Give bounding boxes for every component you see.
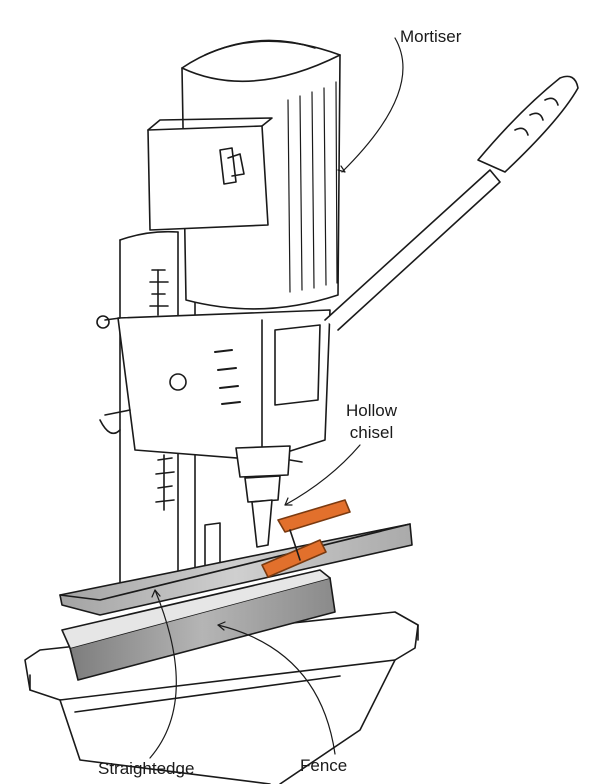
straightedge-label: Straightedge	[98, 759, 195, 778]
spring-clamp	[261, 499, 351, 578]
chuck	[235, 445, 303, 548]
rack-lower	[155, 454, 175, 511]
leader-lines	[149, 37, 404, 759]
hollow-chisel-line1: Hollow	[346, 401, 398, 420]
fence-board	[61, 569, 336, 681]
rack-upper	[149, 269, 169, 316]
head-body	[96, 309, 331, 461]
fence-label: Fence	[300, 756, 348, 775]
switch-box	[147, 117, 273, 231]
hollow-chisel-line2: chisel	[349, 423, 394, 442]
mortiser-label: Mortiser	[400, 27, 462, 46]
hollow-chisel-label: Hollow chisel	[346, 400, 397, 444]
handle-lever	[324, 75, 579, 331]
